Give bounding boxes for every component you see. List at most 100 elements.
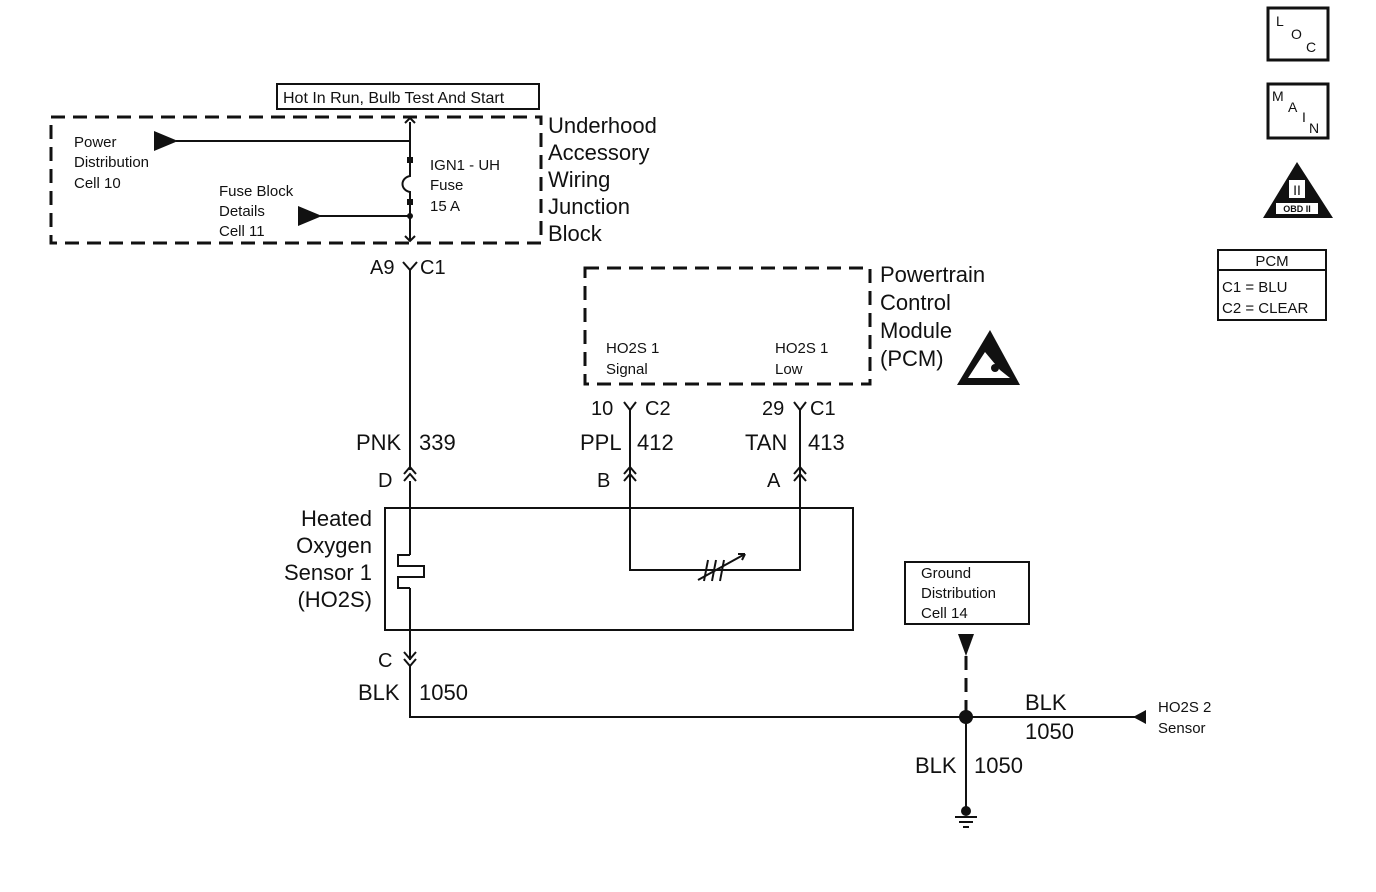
svg-text:413: 413 xyxy=(808,430,845,455)
svg-text:C2 = CLEAR: C2 = CLEAR xyxy=(1222,300,1308,317)
ho2s1-signal-label: HO2S 1 Signal xyxy=(606,340,659,378)
fuse-terminal-top xyxy=(407,157,413,163)
svg-text:HO2S 2: HO2S 2 xyxy=(1158,699,1211,716)
bottom-chevron-icon xyxy=(404,235,416,243)
svg-text:C2: C2 xyxy=(645,398,671,420)
connector-a9-c1: A9 C1 xyxy=(370,257,446,279)
svg-text:C: C xyxy=(378,650,392,672)
svg-text:10: 10 xyxy=(591,398,613,420)
svg-text:Junction: Junction xyxy=(548,194,630,219)
svg-text:15 A: 15 A xyxy=(430,198,460,215)
svg-text:L: L xyxy=(1276,13,1284,29)
fuse-icon xyxy=(401,163,411,204)
ground-dist-arrow-icon xyxy=(958,634,974,656)
connector-29-c1: 29 C1 xyxy=(762,398,836,420)
ho2s-sensor-box xyxy=(384,507,854,631)
svg-text:(PCM): (PCM) xyxy=(880,346,944,371)
blk-ground-wire xyxy=(409,666,1135,718)
svg-text:C: C xyxy=(1306,39,1316,55)
hot-in-run-label: Hot In Run, Bulb Test And Start xyxy=(276,83,540,110)
svg-text:I: I xyxy=(1302,109,1306,125)
svg-text:BLK: BLK xyxy=(1025,690,1067,715)
ho2s1-low-label: HO2S 1 Low xyxy=(775,340,828,378)
sensor-signal-wire xyxy=(629,481,700,571)
svg-text:Power: Power xyxy=(74,134,117,151)
svg-text:Signal: Signal xyxy=(606,361,648,378)
svg-text:Cell 10: Cell 10 xyxy=(74,175,121,192)
svg-text:B: B xyxy=(597,470,610,492)
svg-text:N: N xyxy=(1309,120,1319,136)
svg-text:O: O xyxy=(1291,26,1302,42)
svg-text:A: A xyxy=(767,470,781,492)
ppl-412-label: PPL 412 xyxy=(580,430,674,455)
tan-413-label: TAN 413 xyxy=(745,430,845,455)
sensor-low-wire xyxy=(735,481,801,571)
svg-text:BLK: BLK xyxy=(358,680,400,705)
svg-text:Block: Block xyxy=(548,221,603,246)
main-icon[interactable]: M A I N xyxy=(1266,82,1330,140)
loc-icon[interactable]: L O C xyxy=(1266,6,1330,62)
svg-text:Powertrain: Powertrain xyxy=(880,262,985,287)
svg-text:IGN1 - UH: IGN1 - UH xyxy=(430,157,500,174)
svg-text:Module: Module xyxy=(880,318,952,343)
svg-text:C1: C1 xyxy=(420,257,446,279)
ho2s2-arrow-icon xyxy=(1133,710,1146,724)
svg-text:Fuse Block: Fuse Block xyxy=(219,183,294,200)
connector-10-c2: 10 C2 xyxy=(591,398,671,420)
svg-text:Underhood: Underhood xyxy=(548,113,657,138)
svg-text:PPL: PPL xyxy=(580,430,622,455)
svg-text:Details: Details xyxy=(219,203,265,220)
svg-text:PNK: PNK xyxy=(356,430,402,455)
svg-text:Sensor 1: Sensor 1 xyxy=(284,560,372,585)
heater-element-icon xyxy=(397,481,425,660)
svg-text:Cell 14: Cell 14 xyxy=(921,605,968,622)
svg-text:Wiring: Wiring xyxy=(548,167,610,192)
svg-text:1050: 1050 xyxy=(419,680,468,705)
svg-text:C1: C1 xyxy=(810,398,836,420)
svg-text:Distribution: Distribution xyxy=(74,154,149,171)
svg-text:OBD II: OBD II xyxy=(1283,204,1311,214)
connector-a: A xyxy=(767,465,807,492)
pcm-key-box: PCM C1 = BLU C2 = CLEAR xyxy=(1217,249,1327,321)
fuse-terminal-bottom xyxy=(407,199,413,205)
connector-d: D xyxy=(378,465,417,492)
esd-warning-icon xyxy=(957,330,1020,385)
svg-text:339: 339 xyxy=(419,430,456,455)
sensor-name: Heated Oxygen Sensor 1 (HO2S) xyxy=(284,506,372,612)
svg-text:Accessory: Accessory xyxy=(548,140,649,165)
ign1-fuse-label: IGN1 - UH Fuse 15 A xyxy=(430,157,500,215)
ground-icon xyxy=(955,816,977,828)
svg-text:412: 412 xyxy=(637,430,674,455)
pcm-name: Powertrain Control Module (PCM) xyxy=(880,262,985,371)
obd-ii-icon: II OBD II xyxy=(1263,162,1333,218)
svg-text:Heated: Heated xyxy=(301,506,372,531)
svg-text:TAN: TAN xyxy=(745,430,787,455)
svg-text:D: D xyxy=(378,470,392,492)
svg-text:1050: 1050 xyxy=(1025,719,1074,744)
power-distribution-ref[interactable]: Power Distribution Cell 10 xyxy=(74,134,149,192)
top-chevron-icon xyxy=(404,116,416,124)
svg-text:A9: A9 xyxy=(370,257,394,279)
svg-text:Control: Control xyxy=(880,290,951,315)
svg-text:Hot In Run, Bulb Test And Star: Hot In Run, Bulb Test And Start xyxy=(283,90,505,107)
fuse-block-details-ref[interactable]: Fuse Block Details Cell 11 xyxy=(219,183,294,240)
ground-distribution-ref[interactable]: Ground Distribution Cell 14 xyxy=(904,561,1030,625)
variable-cell-icon xyxy=(697,553,746,582)
svg-text:HO2S 1: HO2S 1 xyxy=(606,340,659,357)
svg-text:Sensor: Sensor xyxy=(1158,720,1206,737)
svg-text:1050: 1050 xyxy=(974,753,1023,778)
underhood-junction-block xyxy=(49,115,543,245)
blk-1050-right-label: BLK 1050 xyxy=(1025,690,1074,744)
pcm-box xyxy=(583,266,872,386)
connector-b: B xyxy=(597,465,637,492)
svg-text:A: A xyxy=(1288,99,1298,115)
svg-text:M: M xyxy=(1272,88,1284,104)
uawjb-name: Underhood Accessory Wiring Junction Bloc… xyxy=(548,113,657,246)
ho2s2-sensor-ref[interactable]: HO2S 2 Sensor xyxy=(1158,699,1211,737)
svg-text:C1 = BLU: C1 = BLU xyxy=(1222,279,1287,296)
svg-text:Distribution: Distribution xyxy=(921,585,996,602)
svg-text:29: 29 xyxy=(762,398,784,420)
blk-1050-left-label: BLK 1050 xyxy=(358,680,468,705)
svg-text:PCM: PCM xyxy=(1255,253,1288,270)
